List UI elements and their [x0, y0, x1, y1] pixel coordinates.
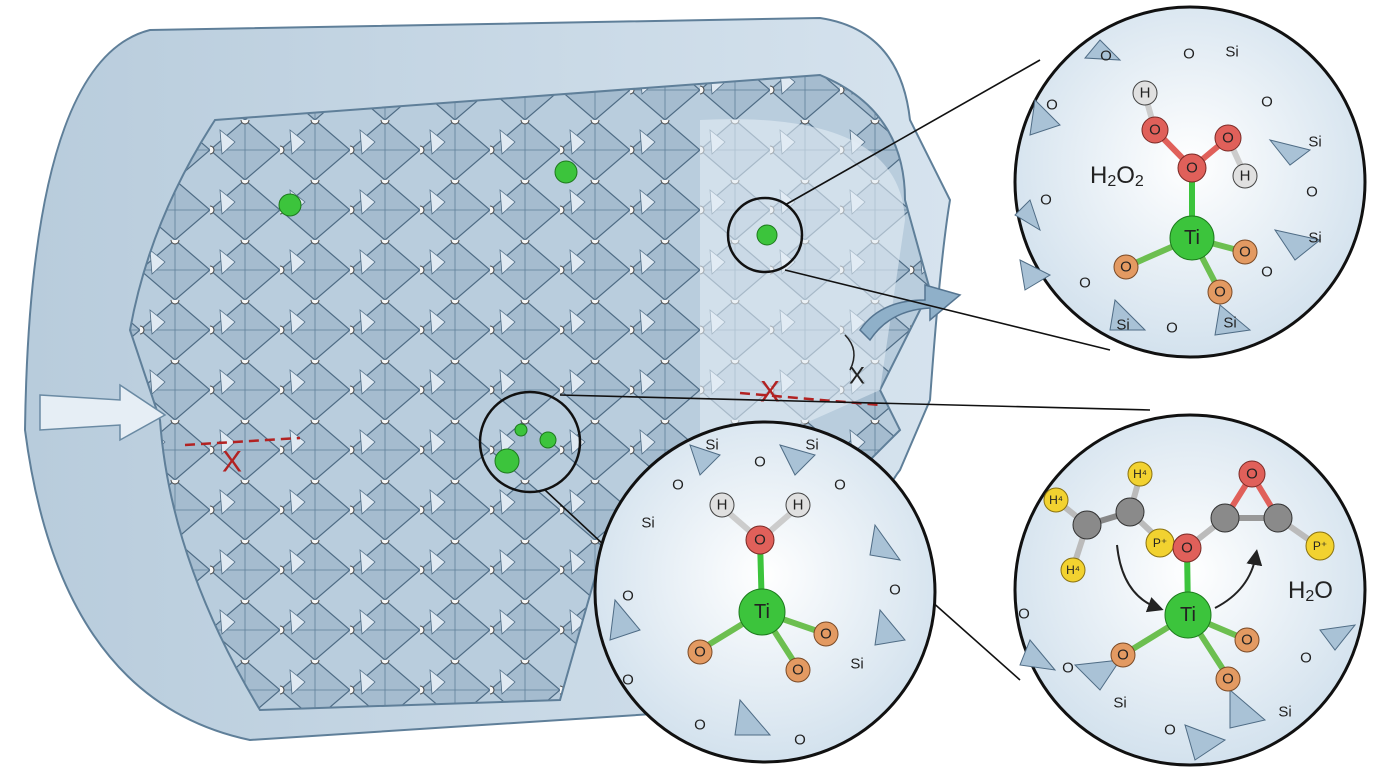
oxygen-atom: O: [1214, 284, 1226, 301]
si-label: Si: [805, 437, 818, 454]
o-label: O: [1183, 46, 1195, 63]
si-label: Si: [1308, 134, 1321, 151]
outflow-arrow: [859, 284, 962, 342]
oxygen-atom: O: [1120, 259, 1132, 276]
o-label: O: [834, 477, 846, 494]
si-label: Si: [1223, 315, 1236, 332]
inset-water-coordination: Si Si Si Si O O O O O O O O H: [593, 420, 937, 764]
oxygen-atom: O: [820, 626, 832, 643]
blocked-path-left: X: [184, 436, 301, 479]
epoxide-oxygen-atom: O: [1246, 466, 1258, 483]
oxygen-atom: O: [792, 662, 804, 679]
oxygen-atom: O: [1117, 647, 1129, 664]
substituent-atom: P⁺: [1313, 539, 1327, 553]
si-label: Si: [1116, 317, 1129, 334]
oxygen-atom: O: [694, 644, 706, 661]
hydrogen-atom: H: [793, 497, 804, 514]
o-label: O: [1100, 48, 1112, 65]
titanium-atom: Ti: [754, 601, 770, 623]
si-label: Si: [1113, 695, 1126, 712]
o-label: O: [1018, 606, 1030, 623]
ti-sites: [278, 160, 778, 474]
hydrogen-atom: H⁴: [1133, 467, 1147, 481]
oxygen-atom: O: [1222, 671, 1234, 688]
o-label: O: [1300, 650, 1312, 667]
si-label: Si: [1308, 230, 1321, 247]
titanium-atom: Ti: [1180, 604, 1196, 626]
o-label: O: [1079, 275, 1091, 292]
si-label: Si: [1225, 44, 1238, 61]
o-label: O: [1062, 660, 1074, 677]
o-label: O: [1306, 184, 1318, 201]
oxygen-atom: O: [1149, 122, 1161, 139]
hydrogen-atom: H⁴: [1066, 563, 1080, 577]
magnifier-connectors: [478, 59, 1151, 681]
o-label: O: [1261, 264, 1273, 281]
o-label: O: [1164, 722, 1176, 739]
h2o-formula: H2O: [1288, 577, 1333, 605]
si-label: Si: [850, 656, 863, 673]
hydrogen-atom: H: [717, 497, 728, 514]
o-label: O: [1040, 192, 1052, 209]
o-label: O: [694, 717, 706, 734]
titanium-atom: Ti: [1184, 227, 1200, 249]
oxygen-atom: O: [1239, 244, 1251, 261]
o-label: O: [889, 582, 901, 599]
inset-epoxidation: Si Si O O O O: [1013, 413, 1367, 767]
o-label: O: [1261, 94, 1273, 111]
o-label: O: [672, 477, 684, 494]
blocked-exit-arrow: [844, 334, 855, 371]
o-label: O: [1046, 97, 1058, 114]
inflow-arrow: [39, 383, 167, 442]
oxygen-atom: O: [1181, 540, 1193, 557]
h2o2-formula: H2O2: [1090, 162, 1144, 190]
o-label: O: [794, 732, 806, 749]
si-label: Si: [1278, 704, 1291, 721]
hydrogen-atom: H: [1240, 168, 1251, 185]
substituent-atom: P⁺: [1153, 536, 1167, 550]
inset-h2o2-adsorption: Si Si Si Si Si O O O O O O O O O: [1013, 5, 1367, 359]
blocked-x-marker: X: [849, 363, 865, 390]
hydrogen-atom: H⁴: [1049, 493, 1063, 507]
blocked-x-marker: X: [760, 376, 780, 409]
oxygen-atom: O: [754, 532, 766, 549]
o-label: O: [754, 454, 766, 471]
si-label: Si: [641, 515, 654, 532]
zeolite-crystal: [23, 16, 952, 742]
o-label: O: [622, 672, 634, 689]
oxygen-atom: O: [1241, 632, 1253, 649]
blocked-x-marker: X: [222, 446, 242, 479]
si-label: Si: [705, 437, 718, 454]
oxygen-atom: O: [1222, 130, 1234, 147]
oxygen-atom: O: [1186, 160, 1198, 177]
silica-framework-ring: [1014, 39, 1322, 336]
hydrogen-atom: H: [1140, 85, 1151, 102]
o-label: O: [1166, 320, 1178, 337]
o-label: O: [622, 588, 634, 605]
